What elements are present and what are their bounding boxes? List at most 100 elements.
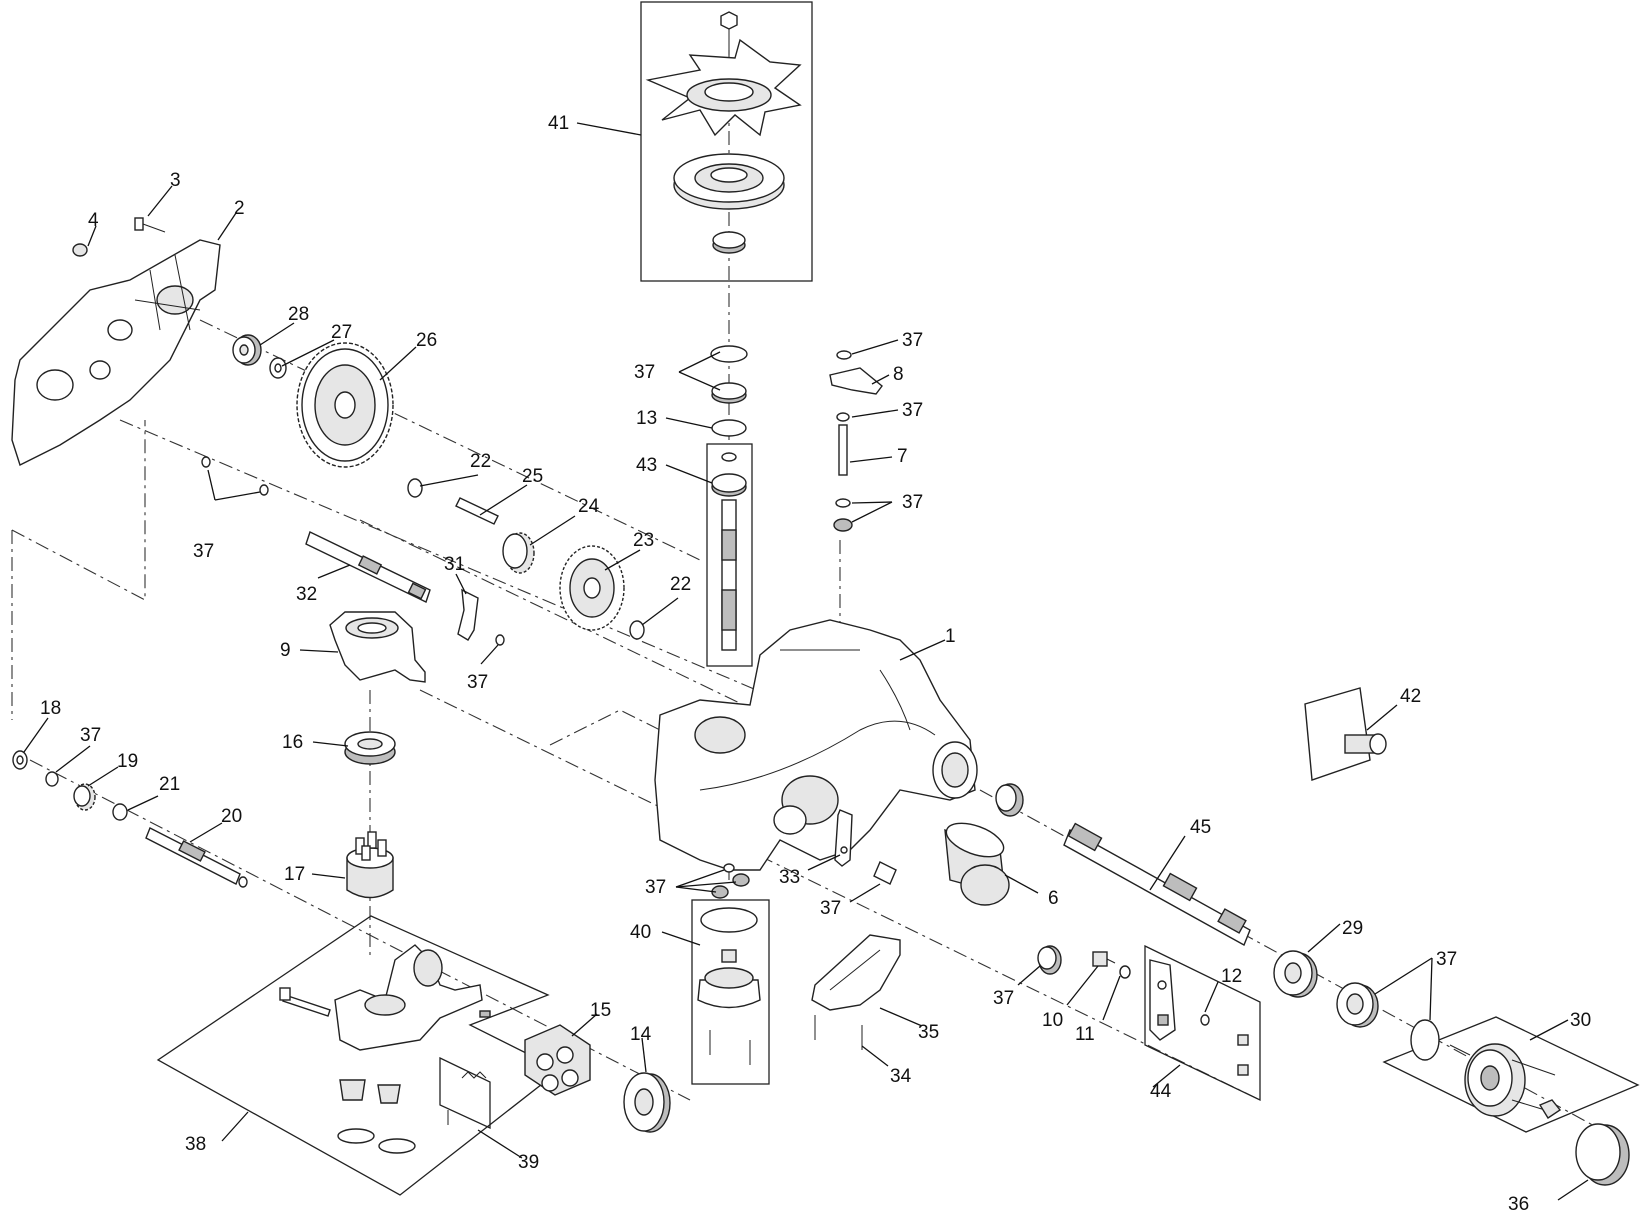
arm-33-part xyxy=(834,809,853,867)
filter-base-40-part xyxy=(697,907,761,1065)
callout-37-arm: 37 xyxy=(467,672,488,693)
washer-22-lower-part xyxy=(629,620,645,640)
callout-10: 10 xyxy=(1042,1010,1063,1031)
shaft-bearing-box xyxy=(706,443,753,667)
gear-23-part xyxy=(559,545,625,631)
gear-19-part xyxy=(73,783,96,811)
seals-37-mid-part xyxy=(711,863,750,899)
callout-37-pair-top: 37 xyxy=(634,362,655,383)
cooling-fan-part xyxy=(645,11,802,137)
shaft-7-part xyxy=(838,424,848,476)
bracket-44-part xyxy=(1149,959,1249,1076)
callout-2: 2 xyxy=(234,198,245,219)
housing-1-part xyxy=(654,619,978,871)
input-shaft-43-part xyxy=(711,452,747,651)
spring-39-part xyxy=(447,1071,487,1125)
callout-15: 15 xyxy=(590,1000,611,1021)
washer-37-left-part xyxy=(201,456,269,496)
callout-4: 4 xyxy=(88,210,99,231)
callout-22-lower: 22 xyxy=(670,574,691,595)
callout-37-cluster: 37 xyxy=(645,877,666,898)
large-gear-26-part xyxy=(296,342,394,468)
washer-37-right-mid-part xyxy=(836,412,850,422)
callout-21: 21 xyxy=(159,774,180,795)
callout-labels: 41 3 2 4 28 27 26 37 13 43 37 8 37 7 37 … xyxy=(40,113,1591,1215)
callout-8: 8 xyxy=(893,364,904,385)
callout-24: 24 xyxy=(578,496,600,517)
washer-11-part xyxy=(1119,965,1131,979)
callout-28: 28 xyxy=(288,304,309,325)
washer-37-lower-left-part xyxy=(45,771,59,787)
spring-kit-box xyxy=(439,1056,491,1130)
callout-44: 44 xyxy=(1150,1081,1172,1102)
callout-37-right-pair: 37 xyxy=(902,492,923,513)
bearing-14-part xyxy=(623,1072,671,1133)
callout-20: 20 xyxy=(221,806,242,827)
seal-37-right-part xyxy=(833,498,853,532)
leader-lines xyxy=(23,122,1589,1201)
assembly-centerlines xyxy=(11,50,1621,1141)
seal-37-part xyxy=(711,382,747,404)
callout-30: 30 xyxy=(1570,1010,1591,1031)
bracket-kit-box xyxy=(1144,944,1261,1102)
center-section-38-part xyxy=(279,944,491,1154)
callout-37-left-pair: 37 xyxy=(193,541,214,562)
filter-base-kit-box xyxy=(691,899,770,1085)
callout-22-upper: 22 xyxy=(470,451,491,472)
callout-12: 12 xyxy=(1221,966,1242,987)
retaining-ring-37-part xyxy=(710,345,748,363)
callout-37-lower-left: 37 xyxy=(80,725,101,746)
cover-plug-part xyxy=(72,243,88,257)
plate-42-part xyxy=(1304,687,1387,781)
callout-17: 17 xyxy=(284,864,305,885)
cover-bolt-part xyxy=(134,217,166,233)
bolts-34-part xyxy=(814,1015,863,1050)
pulley-part xyxy=(673,153,785,210)
callout-36: 36 xyxy=(1508,1194,1529,1215)
seal-37-lower-part xyxy=(1037,945,1062,975)
fan-pulley-kit-box xyxy=(640,1,813,282)
lever-8-part xyxy=(829,367,883,395)
callout-11: 11 xyxy=(1075,1024,1095,1045)
callout-31: 31 xyxy=(444,554,465,575)
callout-29: 29 xyxy=(1342,918,1363,939)
callout-23: 23 xyxy=(633,530,654,551)
hub-30-part xyxy=(1449,1043,1562,1119)
cap-36-part xyxy=(1575,1123,1630,1186)
shaft-32-part xyxy=(305,531,431,603)
guard-35-part xyxy=(811,934,901,1011)
pulley-hub-part xyxy=(712,231,746,254)
seal-37-hub-part xyxy=(1336,982,1379,1028)
callout-37-hub: 37 xyxy=(1436,949,1457,970)
callout-7: 7 xyxy=(897,446,908,467)
washer-27-part xyxy=(269,357,287,379)
callout-1: 1 xyxy=(945,626,956,647)
swashplate-9-part xyxy=(329,611,426,683)
callout-18: 18 xyxy=(40,698,61,719)
callout-38: 38 xyxy=(185,1134,206,1155)
callout-27: 27 xyxy=(331,322,352,343)
callout-41: 41 xyxy=(548,113,569,134)
cylinder-block-17-part xyxy=(346,831,394,899)
callout-3: 3 xyxy=(170,170,181,191)
callout-37-seal-lower: 37 xyxy=(993,988,1014,1009)
callout-37-clip: 37 xyxy=(820,898,841,919)
callout-32: 32 xyxy=(296,584,317,605)
callout-35: 35 xyxy=(918,1022,939,1043)
callout-37-right-mid: 37 xyxy=(902,400,923,421)
side-cover-part xyxy=(11,239,221,466)
callout-25: 25 xyxy=(522,466,543,487)
callout-43: 43 xyxy=(636,455,657,476)
callout-42: 42 xyxy=(1400,686,1421,707)
callout-45: 45 xyxy=(1190,817,1211,838)
callout-34: 34 xyxy=(890,1066,912,1087)
callout-26: 26 xyxy=(416,330,437,351)
o-ring-13-part xyxy=(711,419,747,437)
callout-33: 33 xyxy=(779,867,800,888)
callout-37-top-right: 37 xyxy=(902,330,923,351)
fitting-10-part xyxy=(1092,951,1116,967)
pinion-24-part xyxy=(502,532,535,574)
washer-37-top-right-part xyxy=(836,350,852,360)
oil-filter-6-part xyxy=(944,822,1010,906)
